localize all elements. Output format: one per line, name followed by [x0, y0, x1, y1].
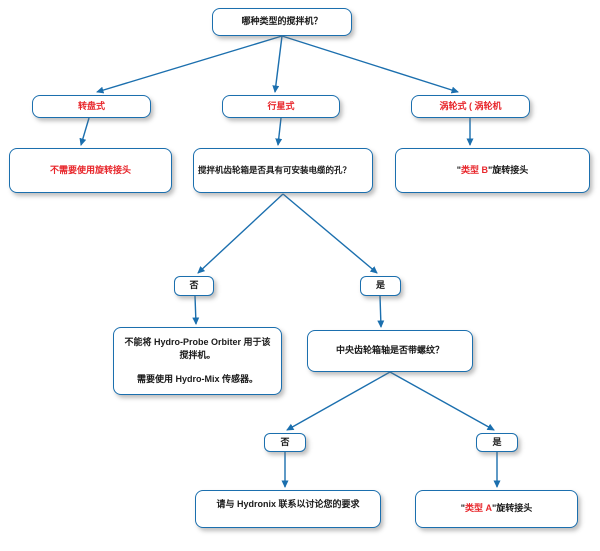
- quote-close: ": [492, 503, 497, 514]
- node-turbine-label: 涡轮式 ( 涡轮机: [439, 100, 502, 111]
- node-gearbox-hole-question: 搅拌机齿轮箱是否具有可安装电缆的孔？: [193, 148, 373, 193]
- node-no2-label: 否: [280, 436, 290, 447]
- node-no-rotary-label: 不需要使用旋转接头: [49, 164, 131, 175]
- node-turbine-mixer: 涡轮式 ( 涡轮机: [411, 95, 530, 118]
- node-orbiter-not-usable: 不能将 Hydro-Probe Orbiter 用于该搅拌机。 需要使用 Hyd…: [113, 327, 282, 395]
- node-root-question: 哪种类型的搅拌机？: [212, 8, 352, 36]
- node-root-label: 哪种类型的搅拌机？: [241, 16, 323, 27]
- type-a-rest: 旋转接头: [496, 503, 533, 514]
- type-b-highlight: 类型 B: [460, 164, 488, 175]
- node-type-b-text: "类型 B"旋转接头: [457, 164, 529, 178]
- node-yes2-label: 是: [492, 436, 502, 447]
- orbiter-line-2: 需要使用 Hydro-Mix 传感器。: [136, 373, 258, 384]
- quote-open: ": [456, 164, 461, 175]
- node-type-a-rotary-joint: "类型 A"旋转接头: [415, 490, 578, 528]
- quote-open: ": [460, 503, 465, 514]
- orbiter-line-1: 不能将 Hydro-Probe Orbiter 用于该搅拌机。: [124, 336, 271, 361]
- node-pan-mixer: 转盘式: [32, 95, 151, 118]
- node-gearbox-question-label: 搅拌机齿轮箱是否具有可安装电缆的孔？: [198, 165, 352, 176]
- node-no1-label: 否: [189, 280, 199, 291]
- node-planetary-mixer: 行星式: [222, 95, 340, 118]
- node-type-a-text: "类型 A"旋转接头: [461, 502, 533, 516]
- node-decision-yes-1: 是: [360, 276, 401, 296]
- node-decision-no-1: 否: [174, 276, 214, 296]
- node-planetary-label: 行星式: [267, 100, 295, 111]
- type-a-highlight: 类型 A: [464, 503, 492, 514]
- node-yes1-label: 是: [375, 280, 385, 291]
- node-decision-yes-2: 是: [476, 433, 518, 452]
- type-b-rest: 旋转接头: [492, 164, 529, 175]
- quote-close: ": [488, 164, 493, 175]
- node-pan-label: 转盘式: [77, 100, 105, 111]
- node-type-b-rotary-joint: "类型 B"旋转接头: [395, 148, 590, 193]
- node-no-rotary-joint: 不需要使用旋转接头: [9, 148, 172, 193]
- node-contact-hydronix: 请与 Hydronix 联系以讨论您的要求: [195, 490, 381, 528]
- node-shaft-question-label: 中央齿轮箱轴是否带螺纹？: [335, 345, 444, 356]
- node-shaft-thread-question: 中央齿轮箱轴是否带螺纹？: [307, 330, 473, 372]
- node-contact-label: 请与 Hydronix 联系以讨论您的要求: [216, 499, 360, 509]
- node-decision-no-2: 否: [264, 433, 306, 452]
